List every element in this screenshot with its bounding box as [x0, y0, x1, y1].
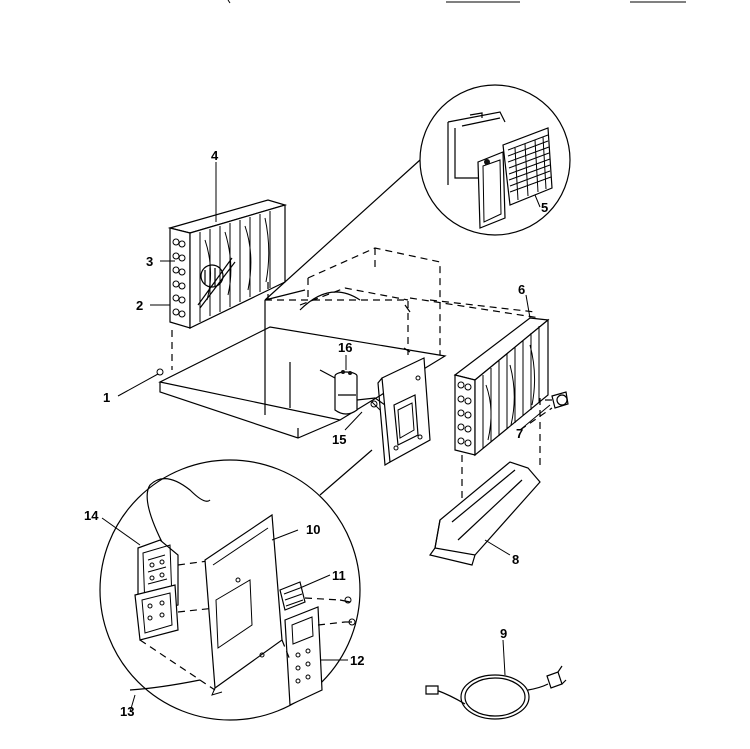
callout-11: 11: [332, 568, 346, 583]
callout-3: 3: [146, 254, 153, 269]
callout-14: 14: [84, 508, 99, 523]
drain-pan: [428, 461, 541, 566]
callout-labels: 1 2 3 4 5 6 7 8 9 10 11 12 13 14 15 16: [84, 148, 548, 719]
callout-13: 13: [120, 704, 134, 719]
filter-detail-circle: [264, 84, 571, 301]
callout-12: 12: [350, 653, 364, 668]
control-box: [370, 357, 431, 467]
condenser-coil: [453, 317, 550, 520]
capacitor: [319, 369, 386, 415]
leader-lines: [101, 162, 551, 713]
callout-4: 4: [211, 148, 219, 163]
callout-16: 16: [338, 340, 352, 355]
condenser-tube-bends: [457, 381, 472, 447]
callout-9: 9: [500, 626, 507, 641]
power-cord: [425, 665, 567, 720]
callout-2: 2: [136, 298, 143, 313]
base-pan: [158, 247, 541, 439]
electrical-detail-circle: [99, 449, 373, 721]
fitting: [519, 391, 569, 431]
callout-15: 15: [332, 432, 346, 447]
callout-6: 6: [518, 282, 525, 297]
header-fragments: [227, 0, 686, 4]
sensor-bulb-ring: [200, 264, 224, 288]
callout-7: 7: [516, 426, 523, 441]
evaporator-tube-bends: [172, 238, 186, 318]
callout-8: 8: [512, 552, 519, 567]
callout-10: 10: [306, 522, 320, 537]
callout-1: 1: [103, 390, 110, 405]
callout-5: 5: [541, 200, 548, 215]
